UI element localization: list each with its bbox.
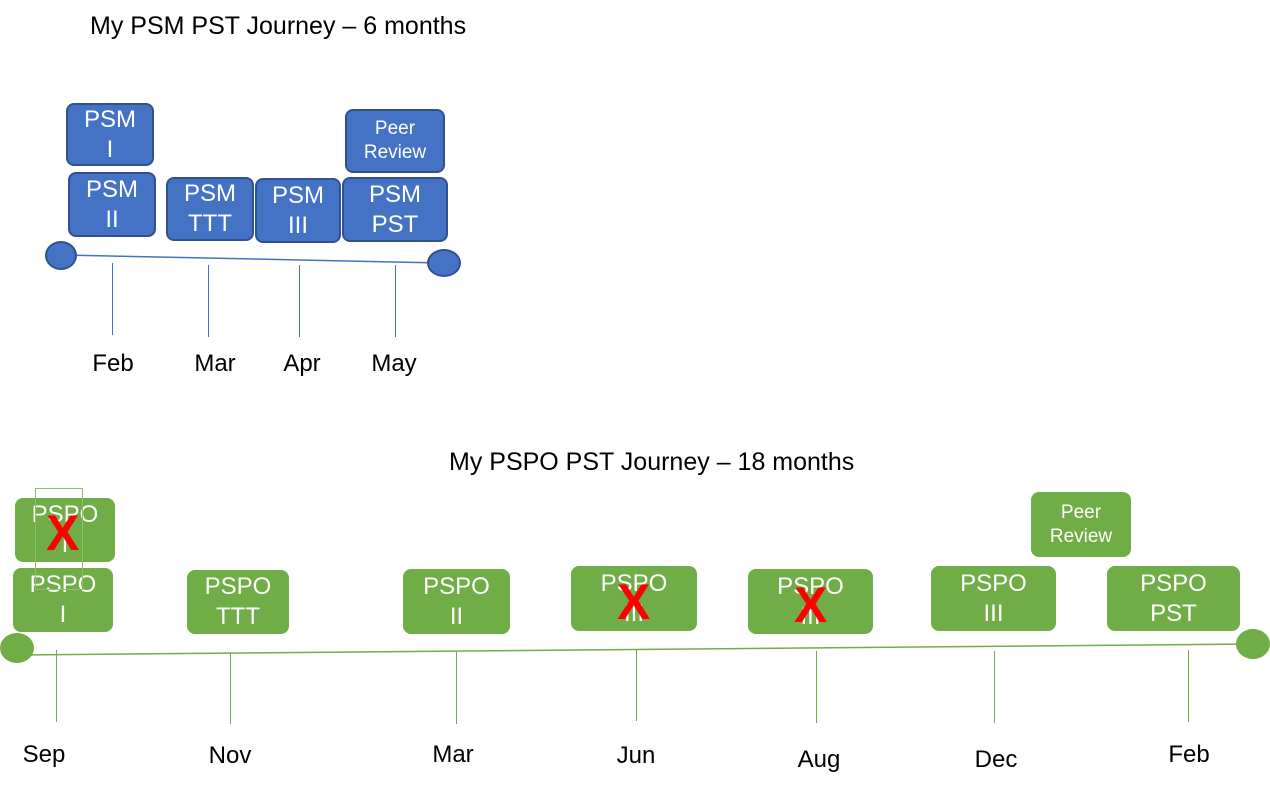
pspo-tick-dec: [994, 651, 995, 723]
psm-tick-mar: [208, 265, 209, 337]
box-line-1: PSPO: [777, 572, 844, 600]
box-line-2: III: [287, 211, 308, 239]
psm-month-label: May: [371, 350, 417, 377]
box-line-1: PSPO: [600, 569, 668, 597]
pspo-month-label: Nov: [208, 742, 252, 769]
box-line-2: TTT: [216, 603, 260, 630]
psm-timeline-axis: [61, 254, 444, 264]
box-line-1: Peer: [1060, 501, 1102, 523]
pspo-tick-feb: [1188, 650, 1189, 722]
psm-month-label: Mar: [194, 350, 236, 377]
box-line-1: Peer: [374, 118, 416, 140]
pspo-tick-mar: [456, 652, 457, 724]
pspo-tick-aug: [816, 651, 817, 723]
pspo-box-pspo-i-failed: PSPO I: [15, 498, 115, 562]
box-line-1: PSPO: [1140, 569, 1207, 597]
box-line-2: I: [61, 531, 69, 558]
box-line-1: PSM: [85, 175, 138, 203]
box-line-1: PSPO: [31, 501, 99, 528]
pspo-month-label: Sep: [22, 741, 66, 768]
psm-month-label: Feb: [92, 350, 134, 377]
box-line-1: PSPO: [960, 569, 1027, 597]
box-line-1: PSPO: [204, 573, 272, 600]
box-line-2: PST: [1150, 599, 1197, 627]
pspo-journey-title: My PSPO PST Journey – 18 months: [449, 448, 855, 476]
pspo-month-label: Dec: [974, 746, 1018, 773]
failed-cross-icon: X: [617, 574, 651, 630]
pspo-timeline-axis: [16, 643, 1254, 656]
psm-timeline-start-dot: [45, 241, 77, 270]
pspo-month-label: Jun: [616, 742, 656, 769]
psm-tick-apr: [299, 265, 300, 337]
pspo-month-label: Mar: [432, 741, 474, 768]
box-line-2: I: [106, 135, 114, 163]
pspo-timeline-end-dot: [1236, 629, 1270, 659]
box-line-2: II: [105, 205, 119, 233]
psm-box-psm-ttt: PSM TTT: [166, 177, 254, 241]
failed-cross-icon: X: [794, 577, 828, 633]
pspo-box-pspo-ttt: PSPO TTT: [187, 570, 289, 634]
box-line-2: I: [59, 601, 67, 628]
pspo-tick-sep: [56, 650, 57, 722]
box-line-2: Review: [363, 142, 427, 163]
box-line-2: III: [800, 602, 821, 630]
pspo-box-pspo-i: PSPO I: [13, 568, 113, 632]
failed-cross-icon: X: [46, 505, 80, 561]
box-line-1: PSM: [183, 180, 236, 207]
pspo-tick-nov: [230, 652, 231, 724]
box-line-2: III: [623, 599, 644, 627]
box-line-2: II: [449, 602, 464, 630]
box-line-2: Review: [1049, 525, 1113, 547]
box-line-1: PSM: [83, 105, 136, 133]
pspo-timeline-start-dot: [0, 633, 34, 663]
box-line-1: PSM: [271, 181, 324, 209]
box-line-2: PST: [371, 210, 419, 238]
box-line-1: PSPO: [423, 572, 490, 600]
pspo-tick-jun: [636, 649, 637, 721]
psm-month-label: Apr: [283, 350, 321, 377]
psm-tick-may: [395, 265, 396, 337]
box-line-1: PSPO: [29, 571, 97, 598]
psm-journey-title: My PSM PST Journey – 6 months: [90, 12, 467, 40]
box-line-2: TTT: [188, 210, 232, 237]
psm-tick-feb: [112, 263, 113, 335]
box-line-2: III: [983, 599, 1004, 627]
pspo-selection-outline: [35, 488, 83, 590]
pspo-month-label: Feb: [1168, 741, 1210, 768]
pspo-month-label: Aug: [797, 746, 841, 773]
box-line-1: PSM: [368, 180, 421, 208]
psm-timeline-end-dot: [427, 249, 461, 277]
